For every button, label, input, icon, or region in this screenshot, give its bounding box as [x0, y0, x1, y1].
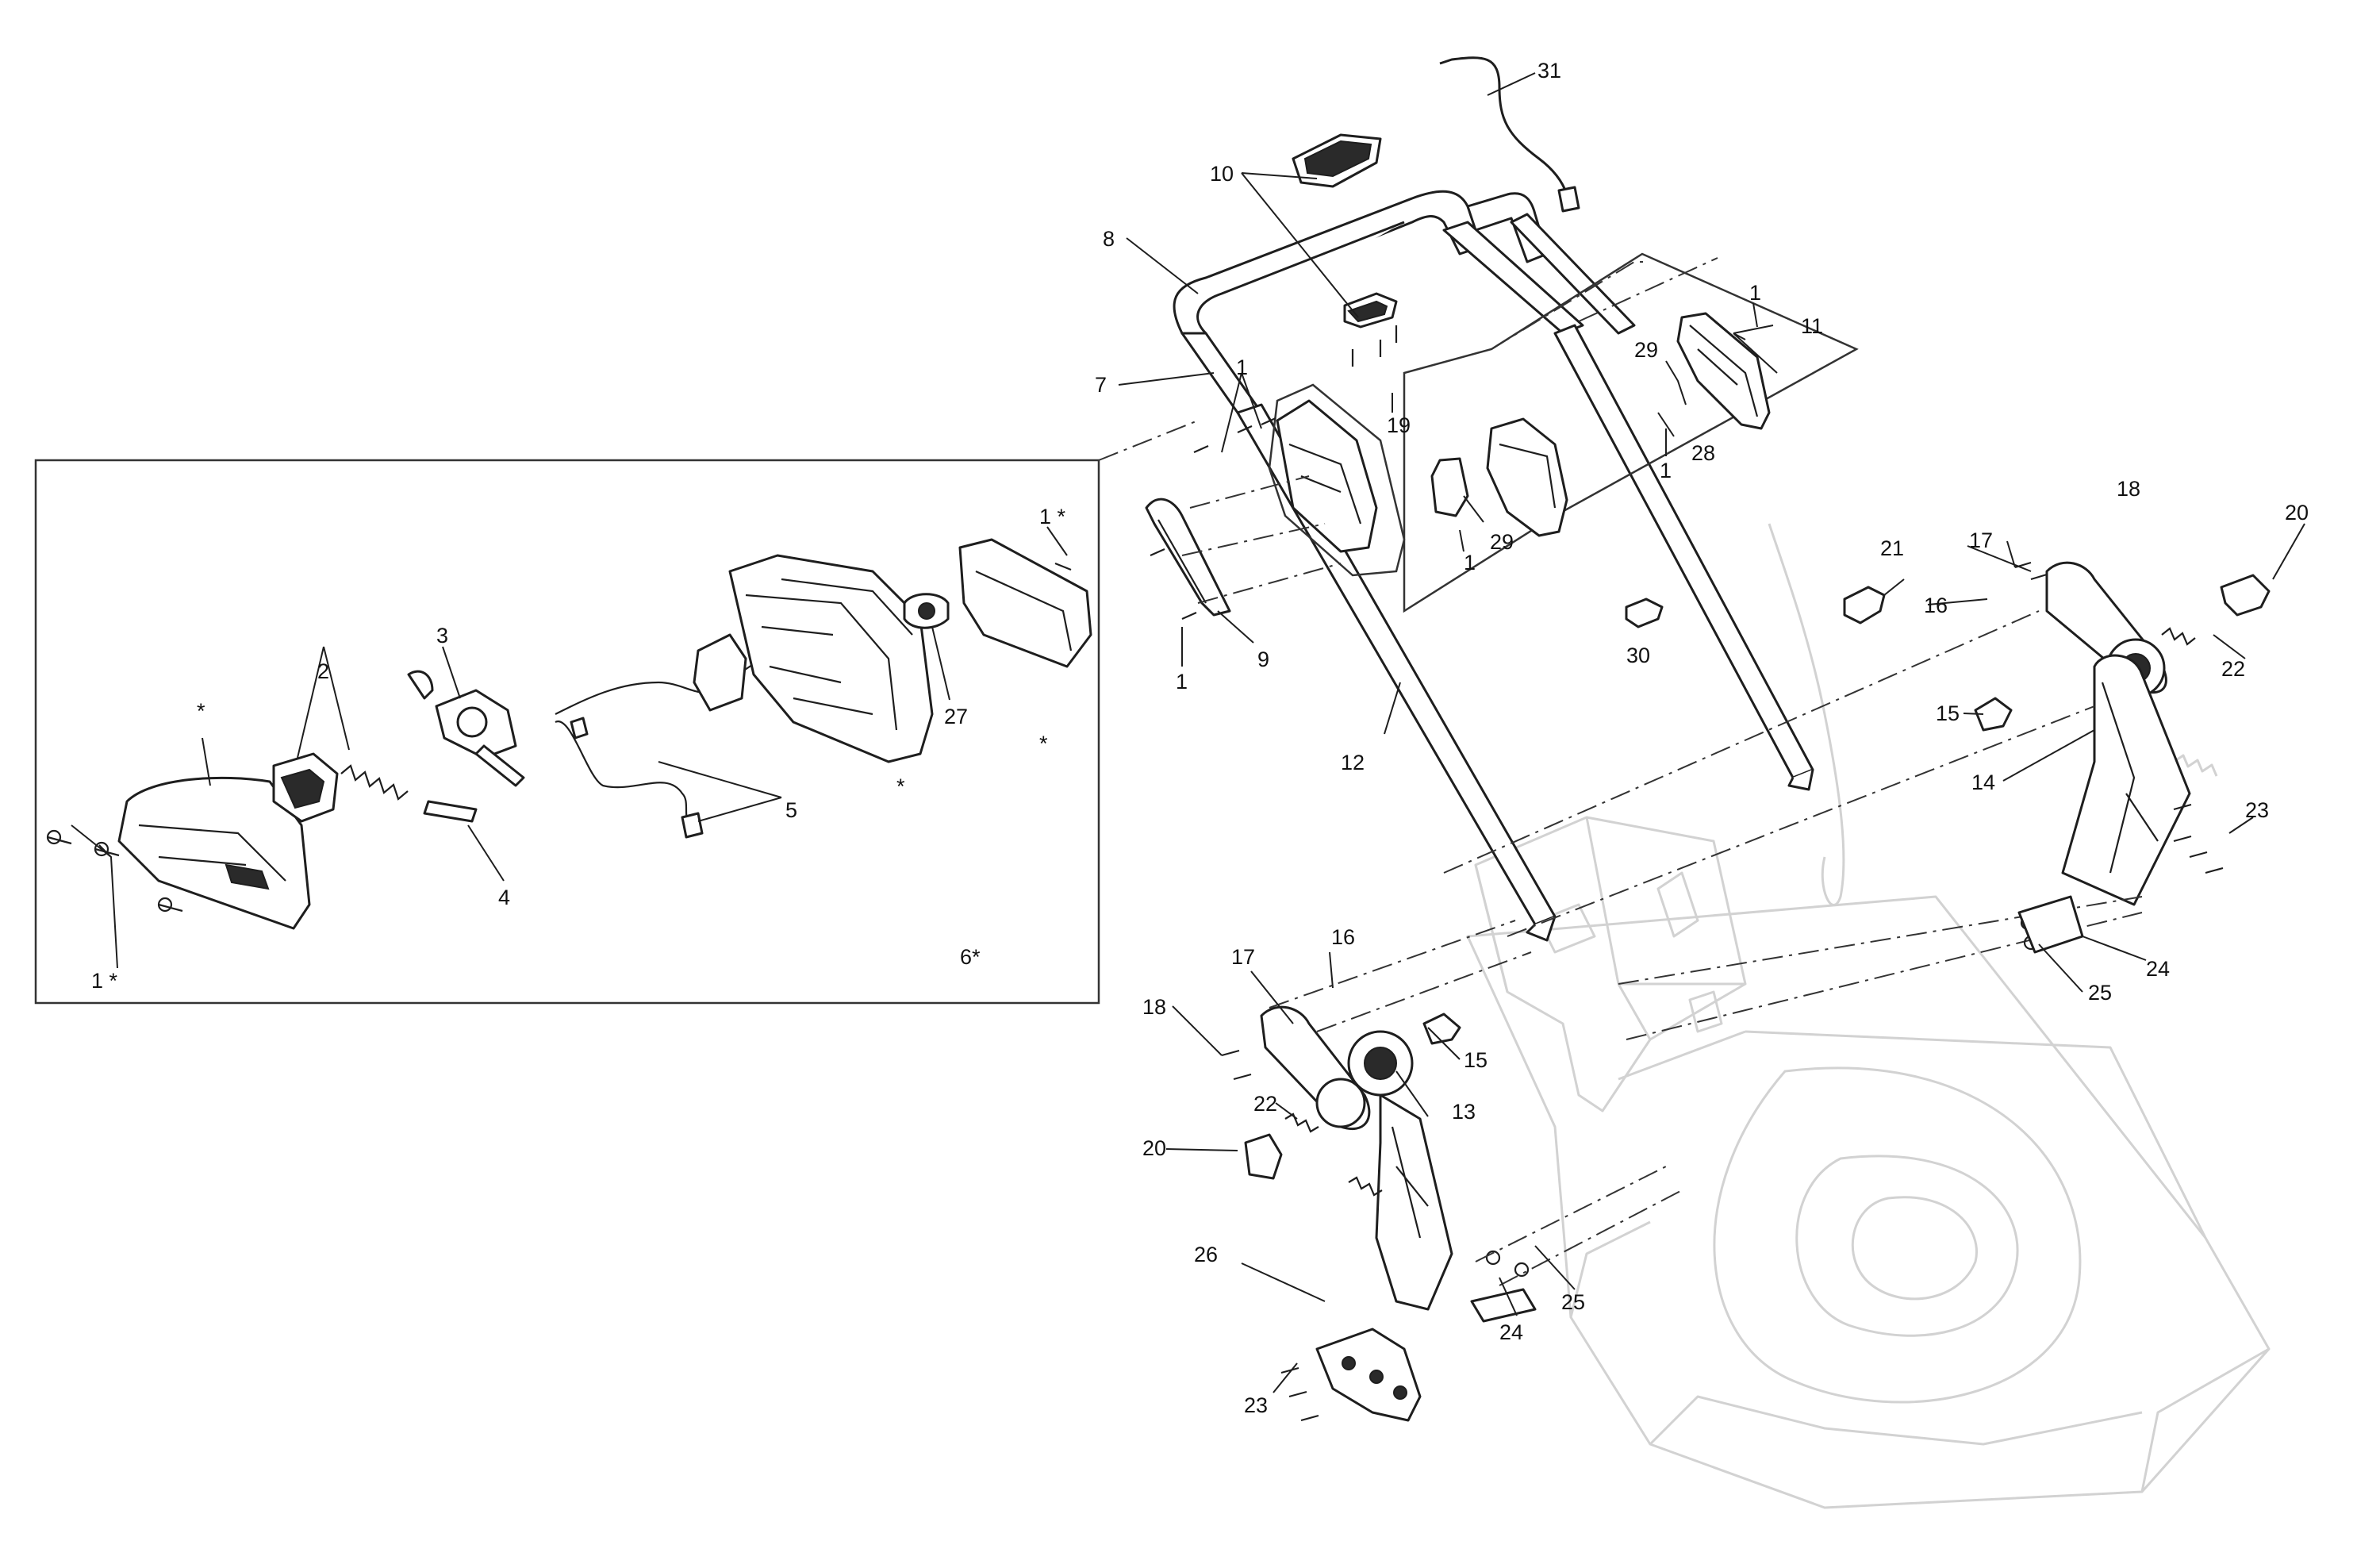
callout-29-right: 29 [1634, 338, 1658, 362]
callout-star-cap: * [1039, 732, 1048, 755]
callout-1-lever: 1 [1176, 670, 1188, 694]
callout-3: 3 [436, 624, 448, 648]
drive-cable-ghost [1768, 523, 1845, 906]
lever-9 [1145, 498, 1231, 617]
assembly-line-right [1443, 610, 2143, 1040]
callout-27: 27 [944, 705, 968, 728]
cover-29-right [1486, 417, 1568, 537]
inset-housing-star [728, 554, 934, 763]
callout-22-left: 22 [1253, 1092, 1277, 1116]
callout-26: 26 [1194, 1243, 1218, 1266]
callout-23-left: 23 [1244, 1393, 1268, 1417]
callout-9: 9 [1257, 648, 1269, 671]
assembly-line-handle [1491, 257, 1718, 350]
callout-4: 4 [498, 886, 510, 909]
callout-14: 14 [1971, 770, 1995, 794]
callout-20-right: 20 [2285, 501, 2309, 525]
callout-18-right: 18 [2117, 477, 2140, 501]
mower-deck-ghost [1466, 895, 2271, 1509]
callout-6-star: 6* [960, 945, 981, 969]
callout-10: 10 [1210, 162, 1234, 186]
callout-star-cover: * [197, 699, 205, 723]
inset-cam-3 [407, 670, 525, 787]
knob-29 [1430, 457, 1469, 517]
height-adjust-left [1221, 1005, 1537, 1422]
callout-20-left: 20 [1142, 1136, 1166, 1160]
control-unit-10 [1292, 133, 1382, 188]
callout-11: 11 [1801, 314, 1823, 338]
callout-1-console-b: 1 [1660, 459, 1672, 482]
callout-19: 19 [1387, 413, 1411, 437]
callout-8: 8 [1103, 227, 1115, 251]
callout-2: 2 [317, 659, 329, 683]
callout-17-right: 17 [1969, 528, 1993, 552]
switch-19 [1343, 292, 1398, 367]
height-adjust-right [1974, 561, 2271, 906]
callout-1-star-bottom: 1 * [91, 969, 118, 993]
inset-kit-6-frame [34, 459, 1100, 1005]
inset-cover-left [117, 776, 311, 930]
callout-12: 12 [1341, 751, 1365, 774]
callout-1-cover: 1 [1464, 551, 1476, 574]
console-11 [1676, 312, 1771, 430]
callout-25-left: 25 [1561, 1290, 1585, 1314]
inset-harness-5 [555, 633, 762, 839]
lower-handle-tube [1236, 324, 1814, 942]
inset-cap-star [958, 538, 1092, 668]
callout-24-right: 24 [2146, 957, 2170, 981]
spring-ghost [2173, 754, 2218, 777]
callout-21: 21 [1880, 536, 1904, 560]
inset-key-4 [423, 800, 478, 823]
callout-15-left: 15 [1464, 1048, 1488, 1072]
callout-16-right: 16 [1924, 594, 1948, 617]
clip-30 [1625, 598, 1664, 628]
callout-24-left: 24 [1499, 1320, 1523, 1344]
callout-31: 31 [1537, 59, 1561, 83]
callout-25-right: 25 [2088, 981, 2112, 1005]
leader-lines [71, 72, 2305, 1393]
callout-22-right: 22 [2221, 657, 2245, 681]
callout-17-left: 17 [1231, 945, 1255, 969]
cable-31-plug [1557, 186, 1580, 213]
callout-labels: 31 10 8 7 1 19 1 11 29 28 1 29 1 9 1 30 … [91, 59, 2309, 1417]
inset-knob-27 [903, 593, 950, 629]
callout-28: 28 [1691, 441, 1715, 465]
callout-29-left: 29 [1490, 530, 1514, 554]
callout-16-left: 16 [1331, 925, 1355, 949]
handle-shroud-7 [1268, 383, 1406, 577]
callout-23-right: 23 [2245, 798, 2269, 822]
grass-box-ghost [1474, 816, 1747, 1112]
clip-21 [1843, 586, 1886, 624]
callout-7: 7 [1095, 373, 1107, 397]
assembly-line-left [1269, 920, 1683, 1286]
assembly-line-inset [1098, 420, 1199, 461]
screws-1-shroud [1150, 417, 1276, 621]
upper-handle [1173, 190, 1636, 414]
callout-15-right: 15 [1936, 701, 1960, 725]
callout-5: 5 [785, 798, 797, 822]
inset-bracket-2 [272, 752, 409, 823]
callout-13: 13 [1452, 1100, 1476, 1124]
inset-screw-top [1054, 562, 1072, 571]
callout-30: 30 [1626, 644, 1650, 667]
callout-1-top: 1 [1236, 355, 1248, 379]
callout-1-console: 1 [1749, 281, 1761, 305]
callout-1-star-top: 1 * [1039, 505, 1066, 528]
callout-star-housing: * [896, 774, 905, 798]
cable-31 [1439, 56, 1568, 195]
callout-18-left: 18 [1142, 995, 1166, 1019]
assembly-line-shroud [1181, 475, 1342, 604]
